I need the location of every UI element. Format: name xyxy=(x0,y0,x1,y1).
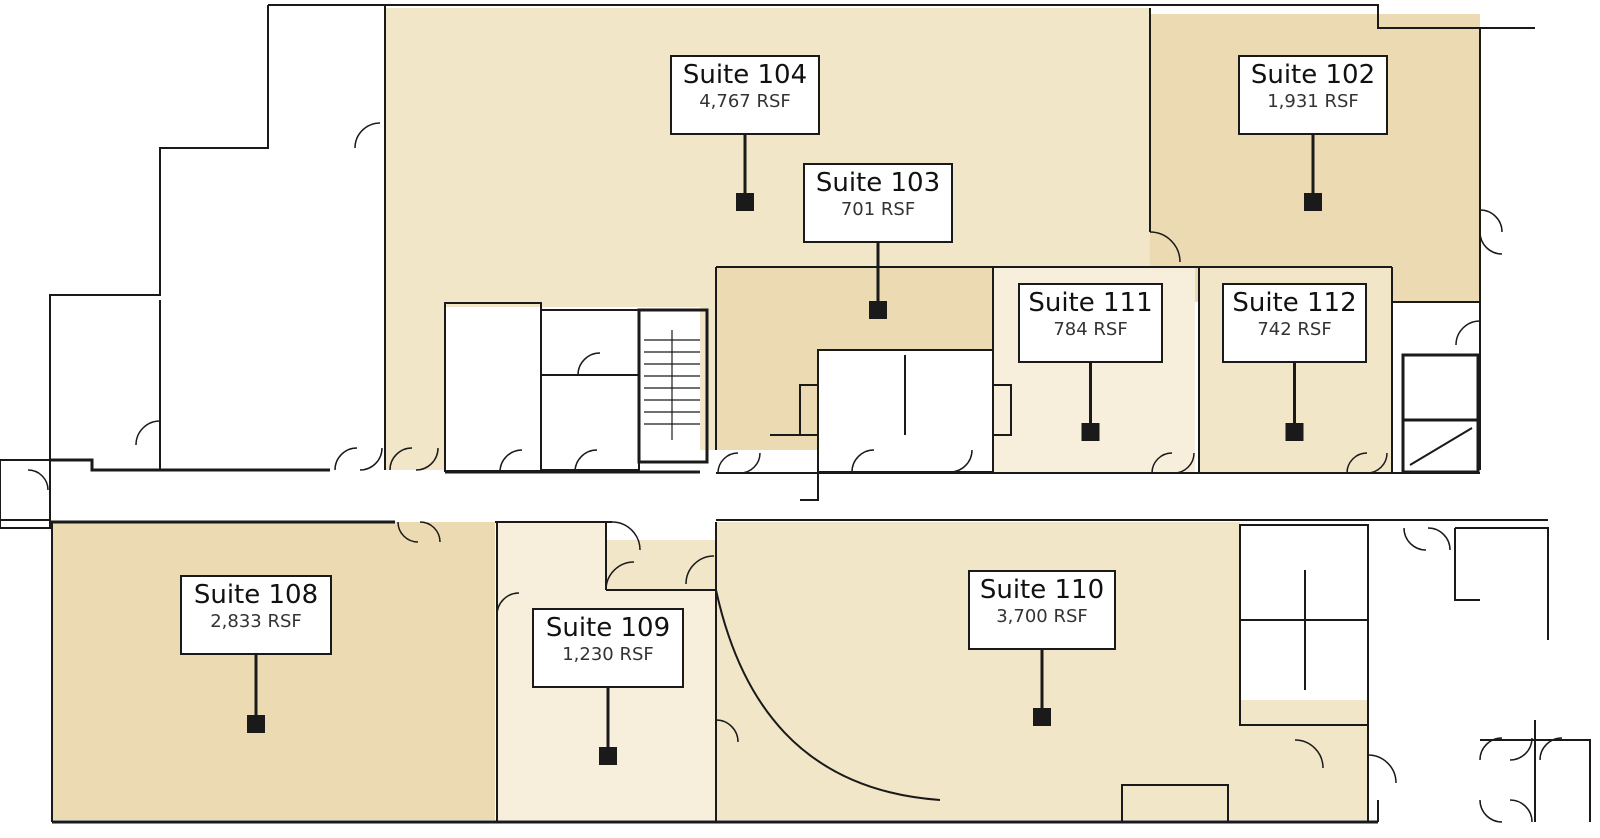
suite-103-area-text: 701 RSF xyxy=(840,198,916,220)
suite-111-label[interactable]: Suite 111 784 RSF xyxy=(1018,283,1163,363)
suite-103-name: Suite 103 xyxy=(815,168,941,198)
suite-104-area-text: 4,767 RSF xyxy=(699,90,791,112)
suite-112-label[interactable]: Suite 112 742 RSF xyxy=(1222,283,1367,363)
suite-108-label[interactable]: Suite 108 2,833 RSF xyxy=(180,575,332,655)
walls xyxy=(0,4,1591,824)
suite-108-name: Suite 108 xyxy=(193,580,319,610)
suite-112-marker xyxy=(1285,423,1304,441)
suite-110-marker xyxy=(1033,708,1051,726)
suite-leaders xyxy=(247,135,1322,765)
suite-109-area-text: 1,230 RSF xyxy=(562,643,654,665)
suite-108-area-text: 2,833 RSF xyxy=(210,610,302,632)
suite-102-area-text: 1,931 RSF xyxy=(1267,90,1359,112)
suite-104-name: Suite 104 xyxy=(682,60,808,90)
suite-110-area-text: 3,700 RSF xyxy=(996,605,1088,627)
suite-111-area-text: 784 RSF xyxy=(1053,318,1128,340)
suite-108-area xyxy=(52,522,495,820)
suite-112-name: Suite 112 xyxy=(1232,288,1357,318)
suite-111-name: Suite 111 xyxy=(1028,288,1153,318)
suite-111-marker xyxy=(1081,423,1100,441)
suite-109-name: Suite 109 xyxy=(545,613,671,643)
suite-112-area-text: 742 RSF xyxy=(1257,318,1332,340)
suite-103-marker xyxy=(869,301,887,319)
suite-110-annex xyxy=(606,540,716,590)
doors xyxy=(27,122,1563,823)
suite-108-marker xyxy=(247,715,265,733)
suite-104-area xyxy=(385,8,1150,470)
suite-102-marker xyxy=(1304,193,1322,211)
suite-109-marker xyxy=(599,747,617,765)
suite-104-label[interactable]: Suite 104 4,767 RSF xyxy=(670,55,820,135)
suite-109-label[interactable]: Suite 109 1,230 RSF xyxy=(532,608,684,688)
suite-102-name: Suite 102 xyxy=(1250,60,1376,90)
suite-110-label[interactable]: Suite 110 3,700 RSF xyxy=(968,570,1116,650)
suite-102-label[interactable]: Suite 102 1,931 RSF xyxy=(1238,55,1388,135)
suite-104-marker xyxy=(736,193,754,211)
suite-103-area xyxy=(716,267,993,450)
suite-103-label[interactable]: Suite 103 701 RSF xyxy=(803,163,953,243)
suite-110-name: Suite 110 xyxy=(979,575,1105,605)
